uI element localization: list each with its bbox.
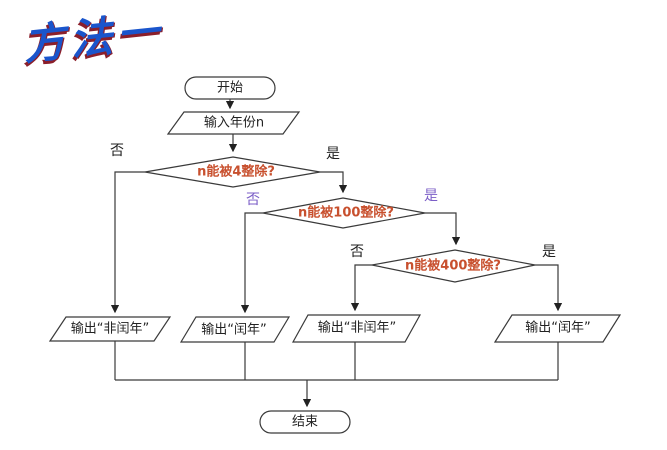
decision2-diamond-shape	[262, 197, 426, 229]
output2-label: 输出“闰年”	[201, 322, 267, 338]
decision1-no-label: 否	[110, 143, 124, 159]
end-label: 结束	[291, 414, 319, 430]
input-parallelogram-shape	[166, 111, 301, 135]
output4-label: 输出“闰年”	[525, 320, 591, 336]
decision2-no-label: 否	[246, 192, 260, 208]
edge-d1-yes	[320, 171, 348, 194]
connector-lines	[110, 99, 563, 408]
output3-label: 输出“非闰年”	[317, 320, 397, 336]
edge-d3-no	[350, 264, 372, 312]
start-label: 开始	[216, 80, 244, 96]
decision3-diamond-shape	[371, 249, 536, 283]
decision3-yes-label: 是	[542, 244, 556, 260]
edge-d2-no	[240, 212, 263, 314]
output1-label: 输出“非闰年”	[70, 321, 150, 337]
edge-d2-yes	[425, 212, 461, 246]
output1-parallelogram-shape	[48, 316, 172, 342]
output2-parallelogram-shape	[179, 316, 291, 343]
edge-d3-yes	[535, 264, 563, 312]
decision3-no-label: 否	[350, 244, 364, 260]
decision2-yes-label: 是	[424, 188, 438, 204]
input-label: 输入年份n	[203, 115, 265, 131]
decision2-question: n能被100整除?	[298, 205, 394, 221]
decision1-diamond-shape	[144, 156, 321, 188]
decision3-question: n能被400整除?	[405, 258, 501, 274]
node-shapes	[48, 76, 622, 434]
decision1-yes-label: 是	[326, 146, 340, 162]
end-terminator-shape	[259, 410, 351, 434]
start-terminator-shape	[184, 76, 276, 100]
decision1-question: n能被4整除?	[197, 164, 275, 180]
output4-parallelogram-shape	[493, 314, 622, 343]
edge-d1-no	[110, 171, 145, 314]
output3-parallelogram-shape	[291, 314, 422, 343]
